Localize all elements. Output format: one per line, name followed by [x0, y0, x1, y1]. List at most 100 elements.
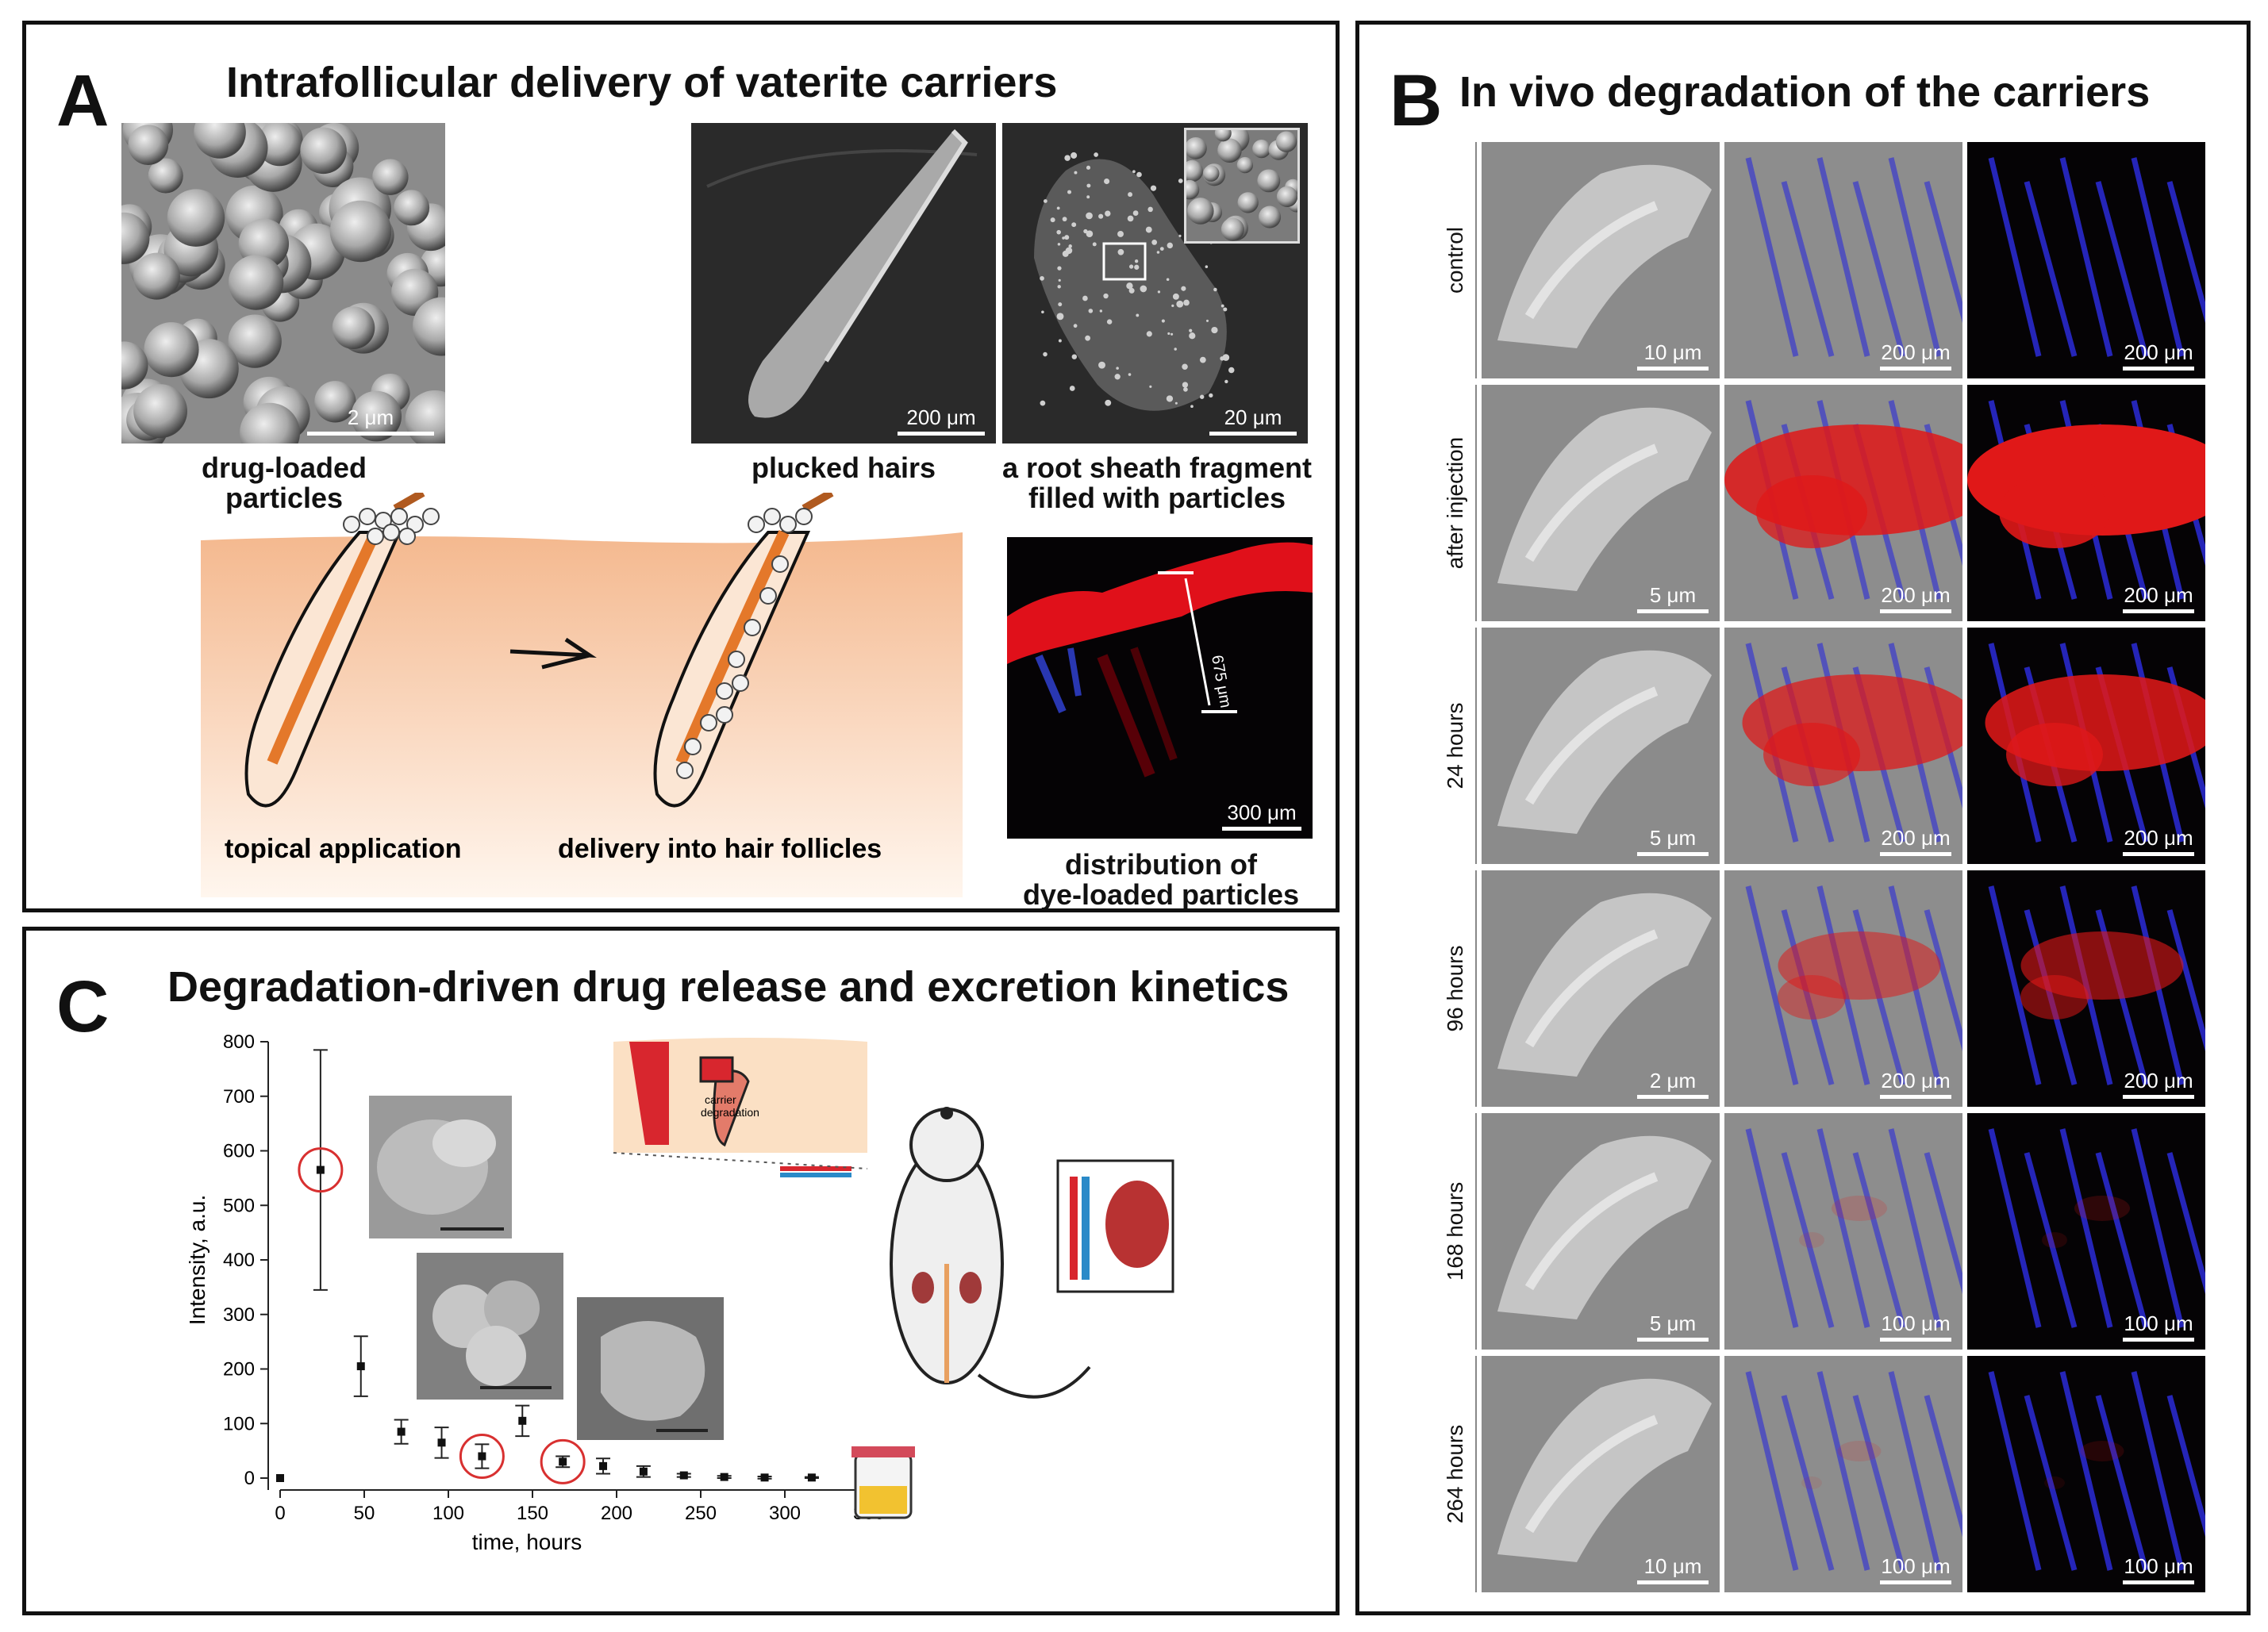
- scale-bar: 200 μm: [2123, 585, 2194, 613]
- panel-b-title: In vivo degradation of the carriers: [1459, 68, 2151, 116]
- x-tick-label: 50: [354, 1503, 375, 1524]
- scale-bar: 5 μm: [1637, 1313, 1709, 1342]
- data-point: [316, 1165, 325, 1174]
- data-point: [356, 1362, 365, 1371]
- carrier-degradation-label-2: degradation: [701, 1106, 759, 1119]
- data-point: [760, 1473, 769, 1482]
- micrograph-bright: 200 μm: [1724, 385, 1962, 621]
- micrograph-sem: 10 μm: [1482, 142, 1720, 378]
- scale-bar: 200 μm: [2123, 342, 2194, 371]
- panel-c-title: Degradation-driven drug release and excr…: [167, 963, 1290, 1011]
- scale-bar: 100 μm: [1880, 1556, 1951, 1584]
- scale-bar: 10 μm: [1637, 342, 1709, 371]
- y-tick-label: 600: [223, 1141, 255, 1162]
- scale-bar: 200 μm: [2123, 1070, 2194, 1099]
- scale-bar: 200 μm: [1880, 342, 1951, 371]
- data-point: [559, 1457, 567, 1466]
- topical-application-label: topical application: [225, 834, 461, 864]
- micrograph-fluor: 200 μm: [1967, 870, 2205, 1107]
- scale-bar: 100 μm: [2123, 1313, 2194, 1342]
- release-kinetics-chart: 0501001502002503003500100200300400500600…: [185, 1031, 885, 1554]
- sem-inset-24h: [369, 1096, 512, 1238]
- micrograph-sem: 5 μm: [1482, 1113, 1720, 1350]
- highlight-circle: [540, 1438, 586, 1484]
- y-tick-label: 500: [223, 1195, 255, 1216]
- sem-inset-168h: [577, 1297, 724, 1440]
- distribution-scale: 300 μm: [1222, 802, 1301, 831]
- delivery-label: delivery into hair follicles: [558, 834, 882, 864]
- panel-b-letter: B: [1390, 60, 1443, 141]
- x-tick-label: 150: [517, 1503, 548, 1524]
- particles-sem-image: 2 μm: [121, 123, 445, 444]
- micrograph-sem: 5 μm: [1482, 628, 1720, 864]
- scale-bar: 200 μm: [1880, 585, 1951, 613]
- sheath-scale: 20 μm: [1209, 407, 1297, 436]
- y-tick-label: 800: [223, 1031, 255, 1053]
- micrograph-fluor: 200 μm: [1967, 628, 2205, 864]
- panel-c: C Degradation-driven drug release and ex…: [22, 927, 1340, 1615]
- micrograph-fluor: 200 μm: [1967, 142, 2205, 378]
- highlight-circle: [298, 1147, 344, 1193]
- data-point: [679, 1471, 688, 1480]
- data-point: [437, 1438, 446, 1447]
- sem-inset-120h: [417, 1253, 563, 1400]
- distribution-caption: distribution of dye-loaded particles: [1022, 848, 1300, 911]
- scale-bar: 100 μm: [1880, 1313, 1951, 1342]
- scale-bar: 5 μm: [1637, 585, 1709, 613]
- sheath-inset: [1179, 124, 1305, 244]
- follicle-delivery-diagram: topical application delivery into hair f…: [201, 493, 963, 897]
- row-label: 96 hours: [1443, 945, 1467, 1032]
- micrograph-bright: 200 μm: [1724, 870, 1962, 1107]
- x-tick-label: 100: [432, 1503, 464, 1524]
- micrograph-fluor: 100 μm: [1967, 1356, 2205, 1592]
- y-tick-label: 400: [223, 1250, 255, 1271]
- scale-bar: 200 μm: [1880, 828, 1951, 856]
- data-point: [720, 1473, 728, 1481]
- data-point: [276, 1474, 284, 1482]
- sheath-caption: a root sheath fragment filled with parti…: [1001, 451, 1313, 514]
- particles-caption: drug-loaded particles: [202, 451, 367, 514]
- x-tick-label: 0: [275, 1503, 285, 1524]
- row-label: 24 hours: [1443, 702, 1467, 789]
- row-label-box: after injection: [1436, 385, 1477, 621]
- micrograph-fluor: 100 μm: [1967, 1113, 2205, 1350]
- micrograph-sem: 2 μm: [1482, 870, 1720, 1107]
- row-label-box: 24 hours: [1436, 628, 1477, 864]
- particle-spheres: [121, 123, 445, 444]
- excretion-illustration: carrier degradation: [613, 1038, 1174, 1519]
- carrier-degradation-label: carrier: [705, 1093, 736, 1106]
- row-label-box: 96 hours: [1436, 870, 1477, 1107]
- highlight-circle: [459, 1434, 505, 1479]
- data-point: [807, 1473, 816, 1482]
- row-label-box: control: [1436, 142, 1477, 378]
- micrograph-bright: 100 μm: [1724, 1113, 1962, 1350]
- x-axis-label: time, hours: [472, 1530, 582, 1554]
- scale-bar: 100 μm: [2123, 1556, 2194, 1584]
- y-tick-label: 300: [223, 1304, 255, 1326]
- particles-scale: 2 μm: [307, 407, 434, 436]
- y-tick-label: 100: [223, 1413, 255, 1434]
- y-axis-label: Intensity, a.u.: [185, 1195, 210, 1325]
- data-point: [599, 1461, 608, 1470]
- hairs-scale: 200 μm: [898, 407, 985, 436]
- scale-bar: 10 μm: [1637, 1556, 1709, 1584]
- micrograph-bright: 200 μm: [1724, 142, 1962, 378]
- x-tick-label: 300: [769, 1503, 801, 1524]
- micrograph-sem: 5 μm: [1482, 385, 1720, 621]
- y-tick-label: 700: [223, 1086, 255, 1108]
- micrograph-bright: 200 μm: [1724, 628, 1962, 864]
- y-tick-label: 200: [223, 1359, 255, 1380]
- x-tick-label: 200: [601, 1503, 632, 1524]
- row-label-box: 264 hours: [1436, 1356, 1477, 1592]
- panel-a-title: Intrafollicular delivery of vaterite car…: [226, 59, 1058, 106]
- data-point: [397, 1427, 406, 1436]
- plucked-hairs-image: 200 μm: [691, 123, 996, 444]
- panel-a: A Intrafollicular delivery of vaterite c…: [22, 21, 1340, 912]
- hairs-caption: plucked hairs: [751, 451, 936, 484]
- row-label: 264 hours: [1443, 1424, 1467, 1524]
- row-label: 168 hours: [1443, 1181, 1467, 1281]
- panel-a-letter: A: [56, 60, 110, 141]
- micrograph-bright: 100 μm: [1724, 1356, 1962, 1592]
- micrograph-fluor: 200 μm: [1967, 385, 2205, 621]
- panel-c-letter: C: [56, 966, 110, 1047]
